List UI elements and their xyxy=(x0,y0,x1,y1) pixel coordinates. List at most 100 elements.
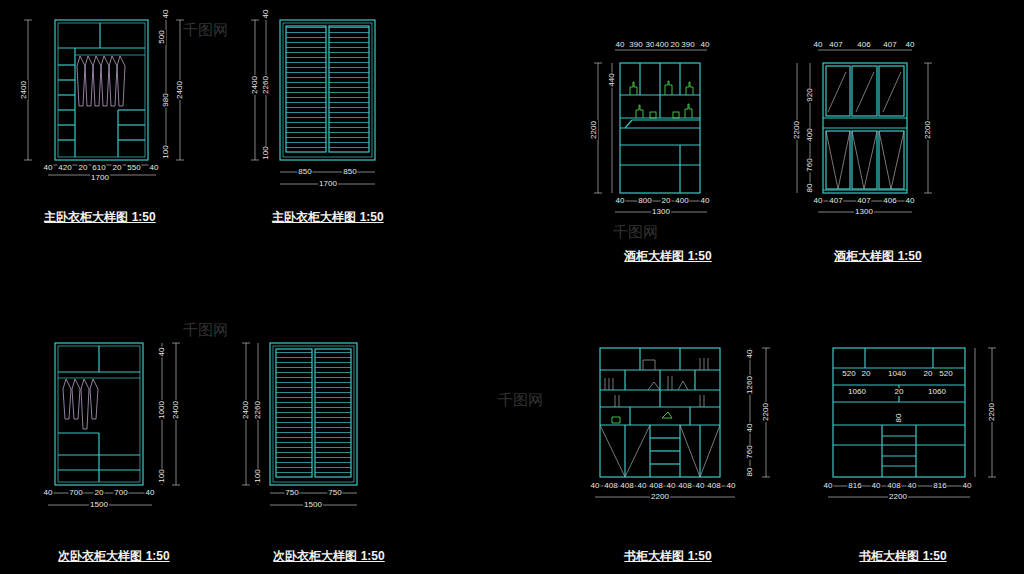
dimension-text: 100 xyxy=(262,145,270,160)
dimension-text: 80 xyxy=(746,467,754,478)
dimension-text: 100 xyxy=(158,468,166,483)
dimension-text: 20 xyxy=(112,164,123,172)
dimension-text: 390 xyxy=(680,41,695,49)
dimension-text: 1700 xyxy=(90,174,110,182)
dimension-text: 400 xyxy=(806,127,814,142)
dimension-text: 1060 xyxy=(927,388,947,396)
dimension-text: 20 xyxy=(661,197,672,205)
watermark: 千图网 xyxy=(498,393,543,408)
dimension-text: 407 xyxy=(828,41,843,49)
dimension-text: 520 xyxy=(841,370,856,378)
watermark: 千图网 xyxy=(183,23,228,38)
dimension-text: 407 xyxy=(856,197,871,205)
dimension-text: 1500 xyxy=(303,501,323,509)
dimension-text: 390 xyxy=(628,41,643,49)
dimension-text: 2200 xyxy=(590,120,598,140)
dimension-text: 610 xyxy=(91,164,106,172)
dimension-text: 406 xyxy=(882,197,897,205)
dimension-text: 800 xyxy=(637,197,652,205)
dimension-text: 40 xyxy=(615,41,626,49)
dimension-text: 40 xyxy=(726,482,737,490)
dimension-text: 2260 xyxy=(262,75,270,95)
dimension-text: 20 xyxy=(894,388,905,396)
dimension-text: 100 xyxy=(162,144,170,159)
watermark: 千图网 xyxy=(183,323,228,338)
dimension-text: 408 xyxy=(619,482,634,490)
dimension-text: 40 xyxy=(700,41,711,49)
dimension-text: 2400 xyxy=(20,80,28,100)
dimension-text: 400 xyxy=(654,41,669,49)
dimension-text: 2200 xyxy=(762,402,770,422)
dimension-text: 1300 xyxy=(854,208,874,216)
dimension-text: 816 xyxy=(847,482,862,490)
dimension-text: 408 xyxy=(706,482,721,490)
dimension-text: 40 xyxy=(695,482,706,490)
dimension-text: 40 xyxy=(746,349,754,360)
dimension-text: 550 xyxy=(126,164,141,172)
dimension-text: 40 xyxy=(145,489,156,497)
dimension-text: 408 xyxy=(648,482,663,490)
dimension-text: 1500 xyxy=(89,501,109,509)
dimension-text: 2200 xyxy=(988,402,996,422)
drawing-title: 酒柜大样图 1:50 xyxy=(624,250,711,262)
drawing-title: 次卧衣柜大样图 1:50 xyxy=(58,550,169,562)
dimension-text: 40 xyxy=(813,197,824,205)
dimension-text: 40 xyxy=(615,197,626,205)
dimension-text: 1300 xyxy=(651,208,671,216)
dimension-text: 20 xyxy=(78,164,89,172)
dimension-text: 2400 xyxy=(251,75,259,95)
dimension-text: 2200 xyxy=(924,120,932,140)
dimension-text: 408 xyxy=(603,482,618,490)
dimension-text: 850 xyxy=(342,168,357,176)
dimension-text: 20 xyxy=(861,370,872,378)
drawing-title: 主卧衣柜大样图 1:50 xyxy=(44,211,155,223)
dimension-text: 40 xyxy=(666,482,677,490)
dimension-text: 1700 xyxy=(318,180,338,188)
dimension-text: 40 xyxy=(962,482,973,490)
dimension-text: 1000 xyxy=(158,400,166,420)
dimension-text: 2260 xyxy=(254,400,262,420)
dimension-text: 40 xyxy=(262,9,270,20)
dimension-text: 750 xyxy=(284,489,299,497)
dimension-text: 40 xyxy=(590,482,601,490)
dimension-text: 40 xyxy=(905,197,916,205)
drawing-title: 酒柜大样图 1:50 xyxy=(834,250,921,262)
dimension-text: 980 xyxy=(162,92,170,107)
drawing-title: 书柜大样图 1:50 xyxy=(624,550,711,562)
dimension-text: 2400 xyxy=(172,400,180,420)
dimension-text: 440 xyxy=(608,72,616,87)
dimension-text: 2200 xyxy=(888,493,908,501)
dimension-text: 816 xyxy=(932,482,947,490)
dimension-text: 2200 xyxy=(650,493,670,501)
dimension-text: 20 xyxy=(670,41,681,49)
dimension-text: 40 xyxy=(813,41,824,49)
dimension-text: 20 xyxy=(94,489,105,497)
dimension-text: 40 xyxy=(158,347,166,358)
dimension-text: 406 xyxy=(856,41,871,49)
drawing-title: 次卧衣柜大样图 1:50 xyxy=(273,550,384,562)
dimension-text: 40 xyxy=(823,482,834,490)
dimension-text: 40 xyxy=(43,164,54,172)
drawing-title: 主卧衣柜大样图 1:50 xyxy=(272,211,383,223)
dimension-text: 407 xyxy=(882,41,897,49)
dimension-text: 100 xyxy=(254,468,262,483)
dimension-text: 40 xyxy=(746,423,754,434)
dimension-text: 20 xyxy=(923,370,934,378)
dimension-text: 40 xyxy=(162,9,170,20)
dimension-text: 2200 xyxy=(793,120,801,140)
dimension-text: 1060 xyxy=(847,388,867,396)
dimension-text: 2400 xyxy=(176,80,184,100)
dimension-text: 760 xyxy=(746,444,754,459)
dimension-text: 408 xyxy=(886,482,901,490)
dimension-text: 920 xyxy=(806,87,814,102)
dimension-text: 520 xyxy=(938,370,953,378)
dimension-text: 2400 xyxy=(242,400,250,420)
dimension-text: 40 xyxy=(637,482,648,490)
dimension-text: 408 xyxy=(677,482,692,490)
dimension-text: 40 xyxy=(43,489,54,497)
dimension-text: 40 xyxy=(907,482,918,490)
dimension-text: 40 xyxy=(149,164,160,172)
dimension-text: 420 xyxy=(57,164,72,172)
dimension-text: 400 xyxy=(674,197,689,205)
dimension-text: 850 xyxy=(297,168,312,176)
